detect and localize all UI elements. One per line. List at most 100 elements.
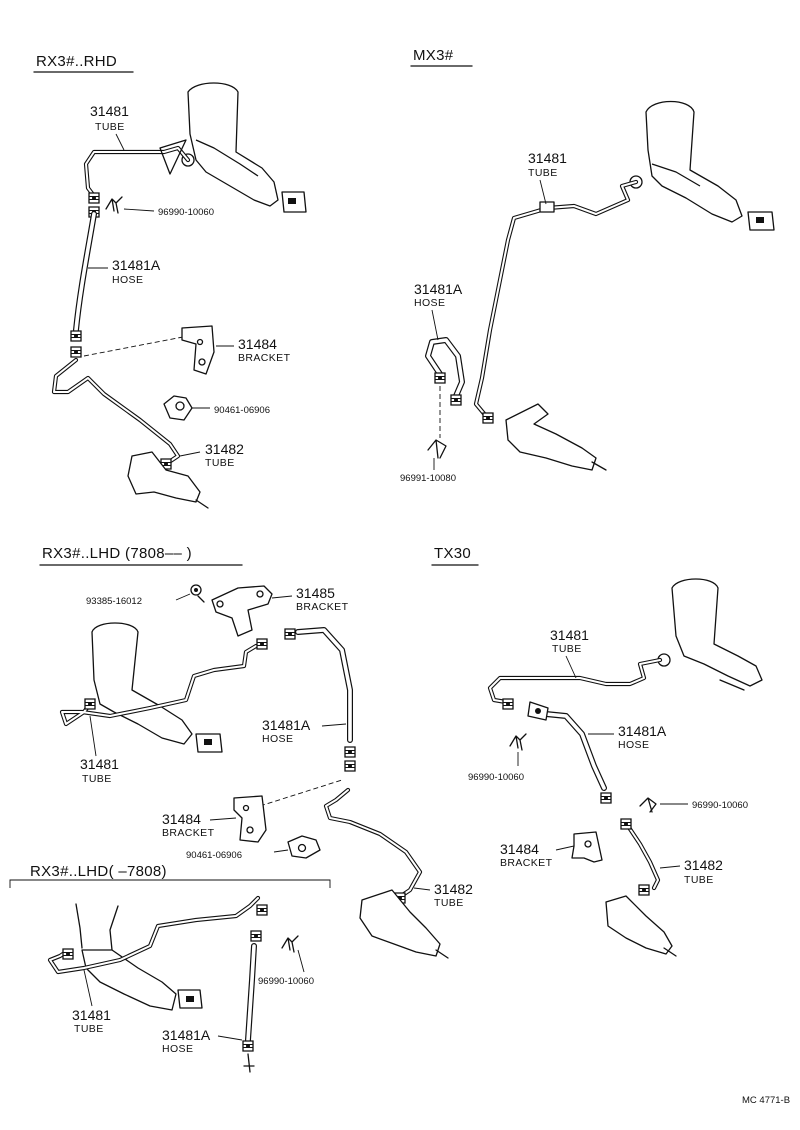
union-fitting bbox=[256, 904, 268, 916]
hose-31481a bbox=[245, 943, 257, 1043]
master-cylinder bbox=[181, 82, 307, 213]
section-title-mx3: MX3# bbox=[413, 47, 454, 64]
retaining-clip bbox=[509, 733, 527, 751]
label-hose: HOSE bbox=[262, 733, 293, 745]
union-fitting bbox=[638, 884, 650, 896]
label-31482: 31482 bbox=[434, 881, 473, 897]
label-31482: 31482 bbox=[684, 857, 723, 873]
hose-31481a bbox=[73, 211, 97, 333]
label-31481: 31481 bbox=[90, 103, 129, 119]
hose-31481a bbox=[425, 337, 465, 399]
union-fitting bbox=[344, 746, 356, 758]
slave-cylinder bbox=[505, 403, 607, 471]
master-cylinder bbox=[657, 578, 763, 691]
label-31482: 31482 bbox=[205, 441, 244, 457]
label-96990-10060: 96990-10060 bbox=[692, 800, 748, 811]
section-rx3-rhd: RX3#..RHD bbox=[33, 53, 307, 509]
label-31481: 31481 bbox=[528, 150, 567, 166]
label-tube: TUBE bbox=[74, 1023, 104, 1035]
union-fitting bbox=[284, 628, 296, 640]
union-fitting bbox=[256, 638, 268, 650]
union-fitting bbox=[600, 792, 612, 804]
bolt-90461 bbox=[163, 395, 193, 421]
label-bracket: BRACKET bbox=[296, 601, 349, 613]
label-31484: 31484 bbox=[238, 336, 277, 352]
label-96990-10060: 96990-10060 bbox=[468, 772, 524, 783]
union-fitting bbox=[88, 192, 100, 204]
label-31481: 31481 bbox=[550, 627, 589, 643]
hose-31481a bbox=[295, 627, 353, 743]
union-fitting bbox=[70, 346, 82, 358]
label-hose: HOSE bbox=[162, 1043, 193, 1055]
slave-cylinder bbox=[359, 889, 449, 959]
label-bracket: BRACKET bbox=[162, 827, 215, 839]
label-31481a: 31481A bbox=[162, 1027, 211, 1043]
hose-end-fitting bbox=[527, 701, 549, 721]
label-tube: TUBE bbox=[684, 874, 714, 886]
section-bracket-line bbox=[9, 879, 331, 888]
label-31481: 31481 bbox=[72, 1007, 111, 1023]
retaining-clip bbox=[281, 935, 299, 953]
tube-31481 bbox=[473, 179, 639, 419]
label-31481a: 31481A bbox=[414, 281, 463, 297]
label-tube: TUBE bbox=[205, 457, 235, 469]
label-hose: HOSE bbox=[414, 297, 445, 309]
label-31484: 31484 bbox=[500, 841, 539, 857]
tube-31482 bbox=[51, 357, 181, 467]
label-96990-10060: 96990-10060 bbox=[258, 976, 314, 987]
label-96990-10060: 96990-10060 bbox=[158, 207, 214, 218]
label-tube: TUBE bbox=[95, 121, 125, 133]
retaining-clip bbox=[105, 196, 123, 214]
label-31484: 31484 bbox=[162, 811, 201, 827]
section-title-rx3-lhd-new: RX3#..LHD (7808–– ) bbox=[42, 545, 192, 562]
union-fitting bbox=[70, 330, 82, 342]
label-31481a: 31481A bbox=[262, 717, 311, 733]
label-31485: 31485 bbox=[296, 585, 335, 601]
bracket-31485 bbox=[211, 585, 273, 637]
clip-96990 bbox=[639, 797, 657, 813]
union-fitting bbox=[250, 930, 262, 942]
label-tube: TUBE bbox=[528, 167, 558, 179]
label-hose: HOSE bbox=[112, 274, 143, 286]
slave-cylinder bbox=[127, 451, 209, 509]
union-fitting bbox=[62, 948, 74, 960]
hose-31481a bbox=[543, 711, 607, 791]
label-bracket: BRACKET bbox=[500, 857, 553, 869]
bolt-90461 bbox=[287, 835, 321, 859]
label-tube: TUBE bbox=[552, 643, 582, 655]
master-cylinder bbox=[629, 100, 775, 231]
label-bracket: BRACKET bbox=[238, 352, 291, 364]
master-cylinder bbox=[91, 622, 223, 753]
label-31481a: 31481A bbox=[618, 723, 667, 739]
label-hose: HOSE bbox=[618, 739, 649, 751]
label-96991-10080: 96991-10080 bbox=[400, 473, 456, 484]
section-rx3-lhd-old: RX3#..LHD( –7808) 31481 TUBE 96990-10060 bbox=[9, 863, 331, 1073]
label-31481: 31481 bbox=[80, 756, 119, 772]
bracket-31484 bbox=[571, 831, 603, 863]
label-tube: TUBE bbox=[82, 773, 112, 785]
union-fitting bbox=[502, 698, 514, 710]
bracket-31484 bbox=[181, 325, 215, 375]
label-90461-06906: 90461-06906 bbox=[186, 850, 242, 861]
union-fitting bbox=[434, 372, 446, 384]
label-tube: TUBE bbox=[434, 897, 464, 909]
slave-cylinder bbox=[605, 895, 677, 957]
tube-31482 bbox=[323, 787, 423, 901]
union-fitting bbox=[84, 698, 96, 710]
union-fitting bbox=[450, 394, 462, 406]
union-fitting bbox=[482, 412, 494, 424]
section-title-rx3-lhd-old: RX3#..LHD( –7808) bbox=[30, 863, 167, 880]
union-fitting bbox=[620, 818, 632, 830]
tube-31481 bbox=[83, 139, 191, 199]
figure-code: MC 4771-B bbox=[742, 1095, 790, 1106]
section-rx3-lhd-new: RX3#..LHD (7808–– ) bbox=[39, 545, 473, 959]
section-title-rx3-rhd: RX3#..RHD bbox=[36, 53, 117, 70]
section-mx3: MX3# 31481 TUBE bbox=[400, 47, 775, 484]
section-title-tx30: TX30 bbox=[434, 545, 471, 562]
tube-31482 bbox=[625, 823, 661, 891]
label-93385-16012: 93385-16012 bbox=[86, 596, 142, 607]
union-fitting bbox=[242, 1040, 254, 1052]
label-90461-06906: 90461-06906 bbox=[214, 405, 270, 416]
section-tx30: TX30 bbox=[431, 545, 763, 957]
